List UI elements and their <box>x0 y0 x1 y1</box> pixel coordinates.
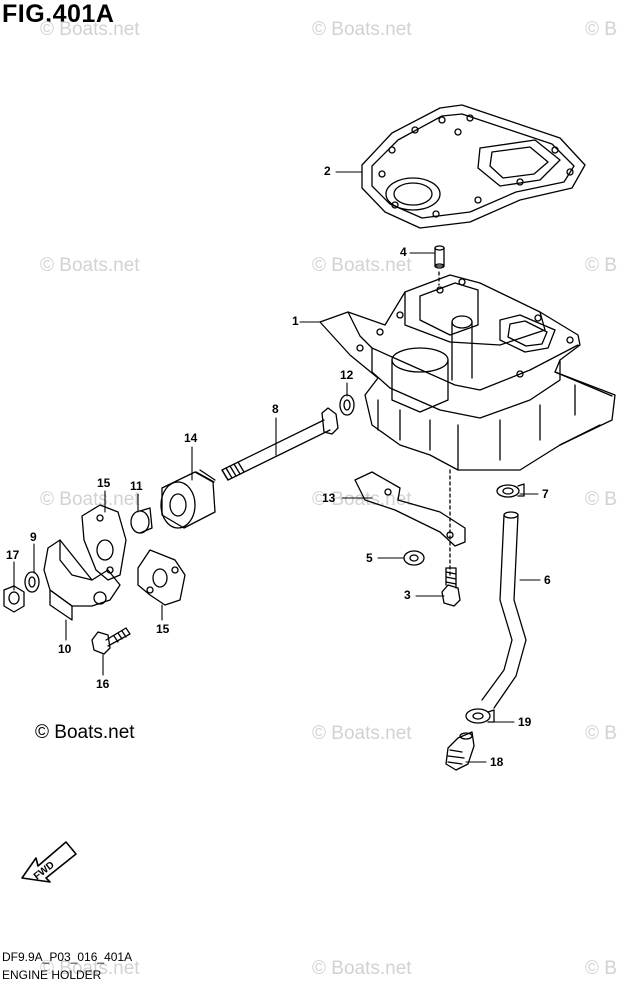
watermark: © Boats.net <box>40 489 140 510</box>
drawing-code: DF9.9A_P03_016_401A <box>2 950 133 964</box>
watermark: © Boats.net <box>585 489 618 510</box>
dowel-pin-part <box>434 245 445 286</box>
fwd-label: FWD <box>32 860 57 883</box>
clip-part <box>496 483 525 498</box>
callout-2: 2 <box>324 164 331 178</box>
callout-3: 3 <box>404 588 411 602</box>
watermark: © Boats.net <box>312 255 412 276</box>
watermark: © Boats.net <box>40 255 140 276</box>
plate-part <box>81 504 127 581</box>
callout-19: 19 <box>518 715 532 729</box>
watermark: © Boats.net <box>585 723 618 744</box>
bolt-part <box>91 627 131 655</box>
watermark: © Boats.net <box>40 19 140 40</box>
callout-11: 11 <box>130 479 143 493</box>
callout-5: 5 <box>366 551 373 565</box>
copyright-text: © Boats.net <box>35 722 135 743</box>
watermark: © Boats.net <box>585 255 618 276</box>
callout-15: 15 <box>156 622 170 636</box>
callout-1: 1 <box>292 314 299 328</box>
gasket-part <box>361 104 586 229</box>
callout-6: 6 <box>544 573 551 587</box>
bolt-part <box>441 567 461 607</box>
hose-part <box>481 511 527 709</box>
plate-part <box>354 471 466 547</box>
callout-8: 8 <box>272 402 279 416</box>
watermark: © Boats.net <box>40 958 140 979</box>
callout-16: 16 <box>96 677 110 691</box>
callout-9: 9 <box>30 530 37 544</box>
watermark: © Boats.net <box>312 958 412 979</box>
bolt-part <box>221 407 339 481</box>
watermark: © Boats.net <box>585 19 618 40</box>
bracket-part <box>43 539 121 621</box>
callout-13: 13 <box>322 491 336 505</box>
figure-title: FIG.401A <box>2 0 115 28</box>
callout-17: 17 <box>6 548 20 562</box>
fitting-part <box>445 731 475 771</box>
callout-14: 14 <box>184 431 198 445</box>
clip-part <box>465 708 495 724</box>
watermark: © Boats.net <box>585 958 618 979</box>
rubber-mount-part <box>160 469 216 529</box>
leader-lines <box>13 171 541 763</box>
watermark: © Boats.net <box>312 19 412 40</box>
callout-15: 15 <box>97 476 111 490</box>
watermark: © Boats.net <box>312 723 412 744</box>
washer-part <box>403 550 425 566</box>
callout-7: 7 <box>542 487 549 501</box>
figure-caption: ENGINE HOLDER <box>2 968 102 982</box>
callout-4: 4 <box>400 245 407 259</box>
engine-holder-part <box>319 274 616 471</box>
fwd-arrow-icon <box>21 841 77 883</box>
washer-part <box>339 394 355 416</box>
callout-18: 18 <box>490 755 504 769</box>
callout-10: 10 <box>58 642 72 656</box>
callout-12: 12 <box>340 368 354 382</box>
washer-part <box>24 571 40 593</box>
collar-part <box>130 507 153 534</box>
plate-part <box>137 549 186 606</box>
